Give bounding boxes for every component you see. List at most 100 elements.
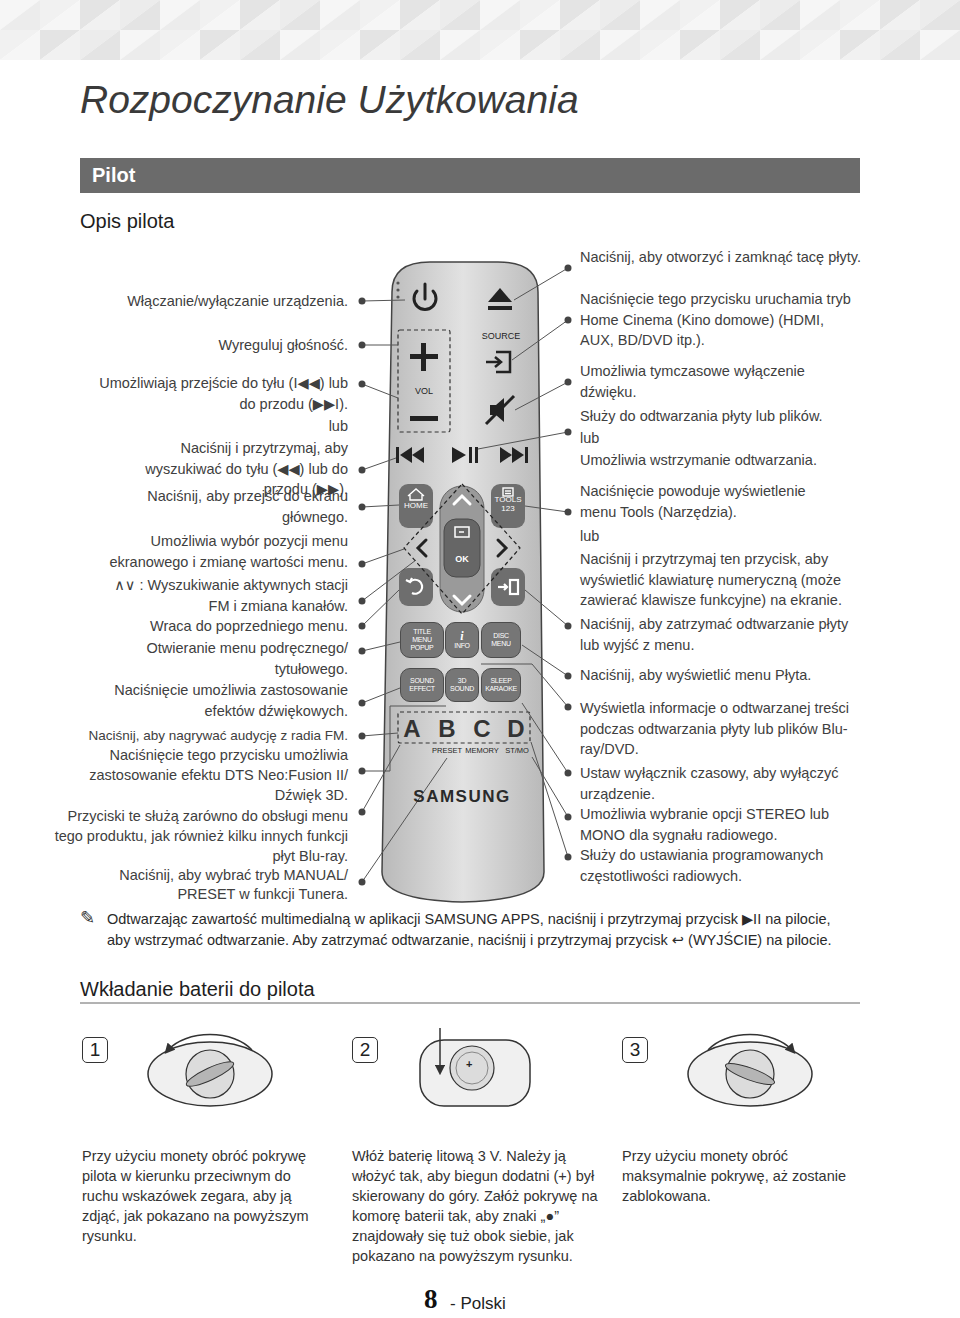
- callout-text: Włączanie/wyłączanie urządzenia.: [86, 291, 348, 312]
- color-key-frame: [398, 712, 530, 743]
- power-icon: [414, 284, 436, 310]
- volume-keys: [410, 343, 438, 421]
- navigation-pad: [459, 531, 464, 533]
- section-heading: Opis pilota: [80, 208, 480, 234]
- background-tile: [640, 0, 680, 30]
- step-number-text: 3: [630, 1039, 641, 1061]
- volume-frame: [398, 330, 450, 432]
- remote-marking: VOL: [415, 387, 433, 397]
- background-tile: [600, 0, 640, 30]
- remote-button: SLEEP KARAOKE: [481, 668, 521, 702]
- remote-button: SOUND EFFECT: [400, 668, 444, 702]
- background-tile: [240, 0, 280, 30]
- background-tile: [520, 0, 560, 30]
- background-tile: [920, 30, 960, 60]
- note-text: Odtwarzając zawartość multimedialną w ap…: [107, 909, 847, 951]
- background-tile: [520, 0, 560, 30]
- leader-dots: [359, 879, 366, 886]
- background-tile: [480, 0, 520, 30]
- navigation-pad: [505, 493, 511, 494]
- leader-dots: [565, 814, 572, 821]
- background-tile: [680, 0, 720, 30]
- remote-marking: B: [438, 716, 455, 742]
- background-tile: [0, 0, 40, 30]
- navigation-pad: [444, 519, 480, 577]
- navigation-pad: [454, 496, 470, 504]
- background-tile: [440, 0, 480, 30]
- leader-lines: [362, 758, 447, 882]
- leader-lines: [362, 733, 398, 736]
- rule-line: [80, 1003, 860, 1004]
- background-tile: [480, 0, 520, 30]
- background-tile: [560, 30, 600, 60]
- callout-text: Naciśnij, aby zatrzymać odtwarzanie płyt…: [580, 614, 852, 655]
- power-icon: [424, 284, 427, 299]
- battery-step-1: [148, 1035, 272, 1106]
- navigation-pad: [399, 484, 525, 614]
- background-tile: [280, 30, 320, 60]
- background-tile: [720, 30, 760, 60]
- callout-text: Umożliwia wybranie opcji STEREO lub MONO…: [580, 804, 852, 845]
- navigation-pad: [440, 486, 484, 612]
- background-tile: [840, 30, 880, 60]
- navigation-pad: [491, 568, 525, 606]
- leader-lines: [514, 268, 568, 300]
- background-tile: [720, 0, 760, 30]
- battery-step-1: [184, 1058, 236, 1091]
- background-tile: [680, 0, 720, 30]
- background-tile: [640, 0, 680, 30]
- battery-step-2: [420, 1028, 530, 1106]
- background-tile: [280, 30, 320, 60]
- leader-lines: [481, 664, 568, 707]
- leader-lines: [362, 268, 568, 882]
- background-tile: [720, 30, 760, 60]
- background-tile: [880, 30, 920, 60]
- background-tile: [120, 0, 160, 30]
- leader-lines: [362, 745, 400, 812]
- leader-dots: [359, 598, 366, 605]
- leader-lines: [532, 757, 568, 817]
- background-tile: [520, 30, 560, 60]
- leader-dots: [359, 298, 366, 305]
- button-label: i: [460, 630, 463, 642]
- background-tile: [600, 0, 640, 30]
- volume-keys: [421, 343, 426, 371]
- page-language: - Polski: [450, 1294, 570, 1314]
- background-tile: [200, 0, 240, 30]
- remote-button: iINFO: [445, 622, 479, 658]
- eject-icon: [488, 306, 512, 310]
- leader-lines: [478, 432, 568, 449]
- background-tile: [0, 30, 40, 60]
- remote-drawing: [382, 262, 544, 902]
- leader-lines: [362, 505, 399, 507]
- background-tile: [160, 0, 200, 30]
- callout-text: lub: [268, 416, 348, 437]
- navigation-pad: [399, 568, 433, 606]
- battery-step-1: [148, 1042, 272, 1106]
- background-tile: [440, 0, 480, 30]
- leader-dots: [359, 342, 366, 349]
- remote-marking: PRESET: [432, 747, 462, 755]
- led-dots: [396, 295, 399, 298]
- leader-lines: [362, 458, 396, 470]
- background-tile: [840, 0, 880, 30]
- leader-dots: [359, 504, 366, 511]
- step-number: 1: [82, 1037, 108, 1063]
- leader-dots: [565, 265, 572, 272]
- background-tile: [480, 30, 520, 60]
- background-tile: [240, 0, 280, 30]
- leader-dots: [565, 623, 572, 630]
- background-tile: [40, 30, 80, 60]
- callout-text: Naciśnij, aby otworzyć i zamknąć tacę pł…: [580, 247, 862, 268]
- transport-keys: [469, 447, 472, 463]
- callout-text: Naciśnięcie umożliwia zastosowanie efekt…: [86, 680, 348, 721]
- leader-lines: [362, 706, 446, 771]
- callout-text: Ustaw wyłącznik czasowy, aby wyłączyć ur…: [580, 763, 852, 804]
- background-tile: [280, 0, 320, 30]
- leader-lines: [362, 560, 416, 601]
- remote-marking: D: [507, 716, 524, 742]
- navigation-pad: [454, 596, 470, 604]
- background-tile: [80, 0, 120, 30]
- section-band: Pilot: [80, 158, 860, 193]
- background-tile: [240, 30, 280, 60]
